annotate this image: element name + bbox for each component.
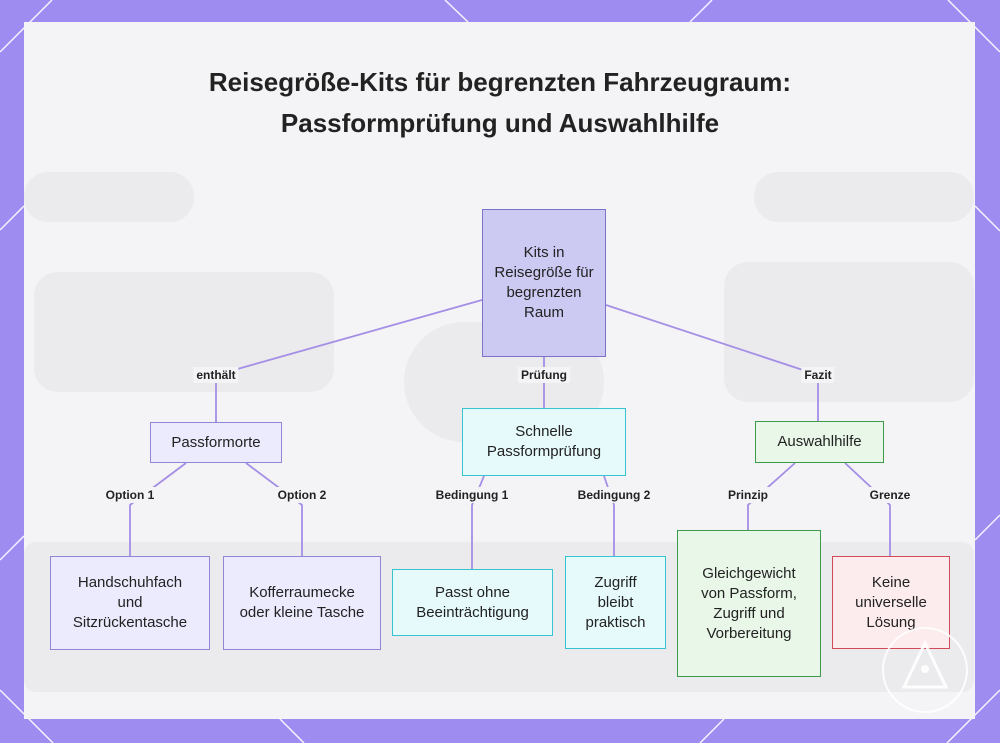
edge-schnelle-passt bbox=[471, 475, 485, 569]
node-keine: Keine universelle Lösung bbox=[832, 556, 950, 649]
node-kofferraum: Kofferraumecke oder kleine Tasche bbox=[223, 556, 381, 650]
edge-label-grenze: Grenze bbox=[866, 487, 914, 503]
node-zugriff-label: Zugriff bleibt praktisch bbox=[585, 573, 646, 631]
edge-schnelle-zugriff bbox=[603, 475, 615, 556]
node-auswahlhilfe-label: Auswahlhilfe bbox=[777, 433, 862, 450]
node-root: Kits in Reisegröße für begrenzten Raum bbox=[482, 209, 606, 357]
edge-passformorte-handschuhfach bbox=[129, 462, 187, 556]
edge-auswahlhilfe-keine bbox=[844, 462, 891, 556]
edge-label-fazit: Fazit bbox=[801, 367, 835, 383]
node-keine-label: Keine universelle Lösung bbox=[855, 573, 927, 631]
node-handschuhfach: Handschuhfach und Sitzrückentasche bbox=[50, 556, 210, 650]
node-passformorte-label: Passformorte bbox=[171, 433, 261, 451]
node-gleichgewicht: Gleichgewicht von Passform, Zugriff und … bbox=[677, 530, 821, 677]
edge-root-passformorte bbox=[215, 299, 483, 422]
background-blur-shape bbox=[724, 262, 974, 402]
node-auswahlhilfe: Auswahlhilfe bbox=[755, 421, 884, 463]
node-schnelle-label: Schnelle Passformprüfung bbox=[486, 423, 602, 460]
background-blur-shape bbox=[34, 272, 334, 392]
background-blur-shape bbox=[24, 172, 194, 222]
edge-label-pruefung: Prüfung bbox=[518, 367, 570, 383]
background-blur-shape bbox=[754, 172, 974, 222]
edge-label-bedingung2: Bedingung 2 bbox=[574, 487, 654, 503]
node-gleichgewicht-label: Gleichgewicht von Passform, Zugriff und … bbox=[701, 564, 797, 642]
edge-label-prinzip: Prinzip bbox=[724, 487, 772, 503]
node-zugriff: Zugriff bleibt praktisch bbox=[565, 556, 666, 649]
edge-label-option2: Option 2 bbox=[274, 487, 330, 503]
diagram-title: Reisegröße-Kits für begrenzten Fahrzeugr… bbox=[208, 67, 792, 138]
node-passt-label: Passt ohne Beeinträchtigung bbox=[416, 583, 529, 621]
node-passt: Passt ohne Beeinträchtigung bbox=[392, 569, 553, 636]
watermark-logo-icon bbox=[882, 627, 968, 713]
node-passformorte: Passformorte bbox=[150, 422, 282, 463]
node-handschuhfach-label: Handschuhfach und Sitzrückentasche bbox=[72, 574, 188, 631]
edge-root-auswahlhilfe bbox=[605, 304, 819, 421]
node-schnelle-passformpruefung: Schnelle Passformprüfung bbox=[462, 408, 626, 476]
edge-label-option1: Option 1 bbox=[102, 487, 158, 503]
node-kofferraum-label: Kofferraumecke oder kleine Tasche bbox=[239, 584, 365, 621]
edge-label-bedingung1: Bedingung 1 bbox=[432, 487, 512, 503]
edge-auswahlhilfe-gleichgewicht bbox=[747, 462, 796, 530]
edge-label-enthaelt: enthält bbox=[193, 367, 239, 383]
node-root-label: Kits in Reisegröße für begrenzten Raum bbox=[494, 244, 594, 321]
edge-passformorte-kofferraum bbox=[245, 462, 303, 556]
